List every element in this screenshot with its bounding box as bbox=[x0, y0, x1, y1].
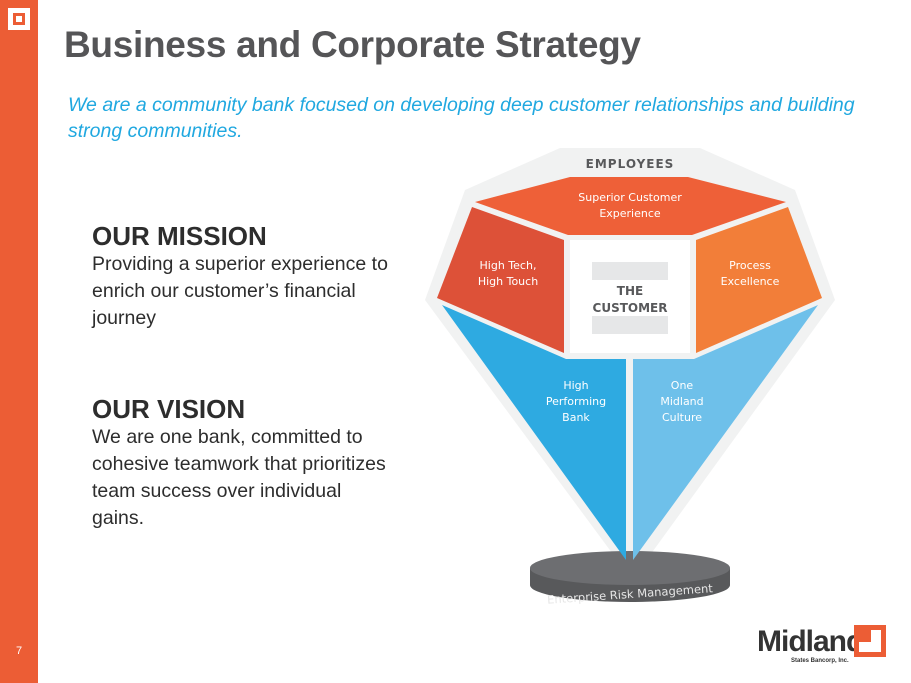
segment-right-label-2: Excellence bbox=[721, 275, 780, 288]
segment-process-excellence bbox=[696, 207, 822, 353]
segment-lower-right-label-2: Midland bbox=[660, 395, 703, 408]
strategy-diagram: EMPLOYEES Enterprise Risk Management Sup… bbox=[425, 148, 835, 607]
logo-square-icon bbox=[854, 625, 886, 657]
mission-text: Providing a superior experience to enric… bbox=[92, 253, 388, 329]
segment-right-label-1: Process bbox=[729, 259, 771, 272]
brand-square-icon bbox=[8, 8, 30, 30]
page-number: 7 bbox=[15, 645, 23, 657]
side-accent-bar: 7 bbox=[0, 0, 38, 683]
segment-lower-right-label-1: One bbox=[671, 379, 694, 392]
logo-tagline: States Bancorp, Inc. bbox=[791, 658, 849, 664]
base-disc-top bbox=[530, 551, 730, 585]
mission-section: OUR MISSION Providing a superior experie… bbox=[92, 221, 392, 332]
segment-high-performing-bank bbox=[442, 305, 626, 560]
slide-title: Business and Corporate Strategy bbox=[64, 24, 641, 65]
center-label-line1: THE bbox=[617, 284, 643, 298]
segment-superior-customer-experience bbox=[475, 177, 786, 235]
segment-high-tech-high-touch bbox=[437, 207, 564, 353]
segment-lower-left-label-2: Performing bbox=[546, 395, 606, 408]
employees-label: EMPLOYEES bbox=[586, 157, 675, 171]
midland-logo: Midland States Bancorp, Inc. bbox=[757, 625, 886, 664]
center-customer-label-bg bbox=[588, 280, 672, 316]
segment-top-label-1: Superior Customer bbox=[578, 191, 682, 204]
segment-one-midland-culture bbox=[633, 305, 818, 560]
vision-section: OUR VISION We are one bank, committed to… bbox=[92, 394, 392, 532]
mission-heading: OUR MISSION bbox=[92, 221, 267, 251]
segment-lower-right-label-3: Culture bbox=[662, 411, 702, 424]
logo-wordmark: Midland bbox=[757, 625, 864, 658]
vision-heading: OUR VISION bbox=[92, 394, 246, 424]
segment-lower-left-label-3: Bank bbox=[562, 411, 590, 424]
vision-text: We are one bank, committed to cohesive t… bbox=[92, 426, 386, 529]
segment-left-label-1: High Tech, bbox=[480, 259, 537, 272]
slide-subtitle: We are a community bank focused on devel… bbox=[68, 94, 855, 142]
center-label-line2: CUSTOMER bbox=[593, 301, 668, 315]
segment-top-label-2: Experience bbox=[599, 207, 661, 220]
segment-left-label-2: High Touch bbox=[478, 275, 538, 288]
segment-lower-left-label-1: High bbox=[563, 379, 588, 392]
